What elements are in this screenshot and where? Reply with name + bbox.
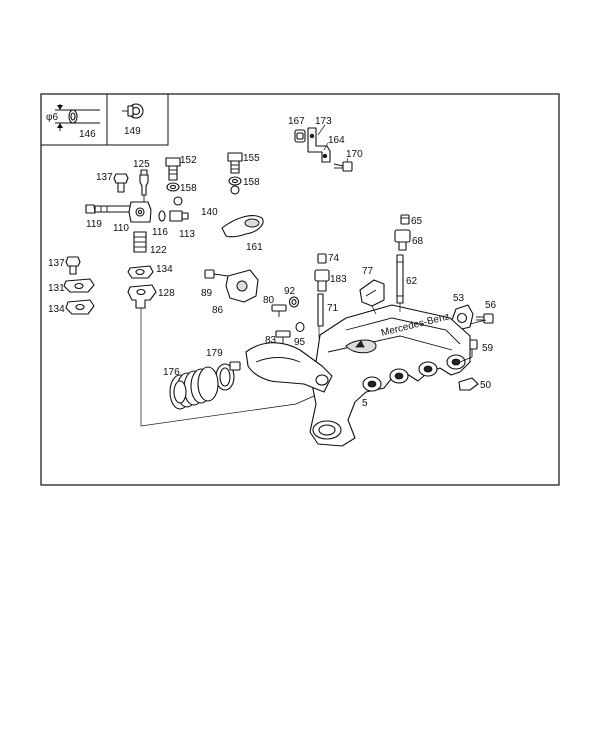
banjo-bolt-155-icon: [227, 152, 243, 174]
callout-83: 83: [265, 335, 277, 346]
sensor-77-icon: [314, 269, 330, 292]
callout-80: 80: [263, 295, 275, 306]
washer-95-icon: [295, 321, 305, 333]
diagram-frame: [40, 93, 560, 486]
callout-128: 128: [158, 288, 175, 299]
callout-164: 164: [328, 135, 345, 146]
hose-clamp-179-icon: [215, 361, 241, 391]
gasket-131-icon: [63, 278, 95, 293]
washer-158-left-icon: [166, 182, 180, 192]
callout-137-top: 137: [96, 172, 113, 183]
clip-167-icon: [294, 129, 306, 143]
callout-158-right: 158: [243, 177, 260, 188]
intake-pipe-icon: [245, 342, 333, 393]
bolt-56-icon: [476, 313, 494, 324]
callout-149: 149: [124, 126, 141, 137]
callout-137-left: 137: [48, 258, 65, 269]
bellows-hose-176-icon: [169, 366, 219, 410]
assembly-lines: [140, 303, 487, 427]
hose-146-icon: [55, 104, 100, 131]
banjo-bolt-152-icon: [165, 157, 181, 181]
sensor-125-icon: [139, 169, 149, 203]
callout-86: 86: [212, 305, 224, 316]
callout-170: 170: [346, 149, 363, 160]
pipe-140-icon: [173, 185, 240, 206]
callout-62: 62: [406, 276, 418, 287]
gasket-134-left-icon: [65, 299, 95, 315]
valve-body-110-icon: [128, 201, 152, 223]
callout-134-top: 134: [156, 264, 173, 275]
screw-89-icon: [204, 269, 229, 279]
callout-5: 5: [362, 398, 368, 409]
callout-59: 59: [482, 343, 494, 354]
stud-62-icon: [396, 254, 404, 304]
sensor-83-icon: [275, 330, 291, 343]
cap-74-icon: [317, 253, 327, 264]
cap-65-icon: [400, 214, 410, 225]
intake-manifold-5-icon: [309, 304, 471, 447]
bolt-119-icon: [85, 204, 134, 214]
bolt-137-left-icon: [65, 256, 81, 275]
callout-56: 56: [485, 300, 497, 311]
banjo-fitting-149-icon: [122, 103, 144, 119]
callout-77: 183: [330, 274, 347, 285]
callout-89: 89: [201, 288, 213, 299]
callout-95: 95: [294, 337, 306, 348]
clamp-161-icon: [221, 215, 264, 238]
callout-131: 131: [48, 283, 65, 294]
callout-155: 155: [243, 153, 260, 164]
gasket-50-icon: [458, 377, 479, 391]
callout-68: 68: [412, 236, 424, 247]
callout-71: 71: [327, 303, 339, 314]
callout-113: 113: [179, 229, 195, 240]
callout-65: 65: [411, 216, 423, 227]
sensor-68-icon: [394, 229, 411, 251]
diameter-label: φ6: [46, 112, 58, 123]
callout-74: 74: [328, 253, 340, 264]
callout-125: 125: [133, 159, 150, 170]
connector-122-icon: [133, 231, 147, 253]
callout-152: 152: [180, 155, 197, 166]
inset-frame: [40, 93, 169, 146]
callout-53: 53: [453, 293, 465, 304]
callout-176: 176: [163, 367, 180, 378]
callout-92: 92: [284, 286, 296, 297]
callout-119: 119: [86, 219, 102, 230]
actuator-86-icon: [225, 269, 259, 303]
washer-158-right-icon: [228, 176, 242, 186]
callout-140: 140: [201, 207, 218, 218]
fitting-113-icon: [169, 210, 189, 222]
sensor-80-icon: [271, 304, 287, 317]
callout-146: 146: [79, 129, 96, 140]
callout-122: 122: [150, 245, 167, 256]
callout-183: 77: [362, 266, 374, 277]
gasket-134-top-icon: [127, 265, 154, 279]
callout-50: 50: [480, 380, 492, 391]
stud-71-icon: [317, 293, 324, 327]
callout-167: 167: [288, 116, 305, 127]
callout-173: 173: [315, 116, 332, 127]
bolt-137-top-icon: [113, 173, 129, 193]
flange-128-icon: [127, 284, 157, 309]
callout-134-left: 134: [48, 304, 65, 315]
callout-158-left: 158: [180, 183, 197, 194]
callout-161: 161: [246, 242, 263, 253]
callout-179: 179: [206, 348, 223, 359]
bolt-170-icon: [333, 157, 353, 172]
bracket-183-icon: [359, 279, 385, 307]
bracket-173-164-icon: [307, 124, 331, 163]
callout-116: 116: [152, 227, 168, 238]
washer-116-icon: [158, 210, 166, 222]
washer-92-icon: [288, 296, 300, 308]
callout-110: 110: [113, 223, 129, 234]
